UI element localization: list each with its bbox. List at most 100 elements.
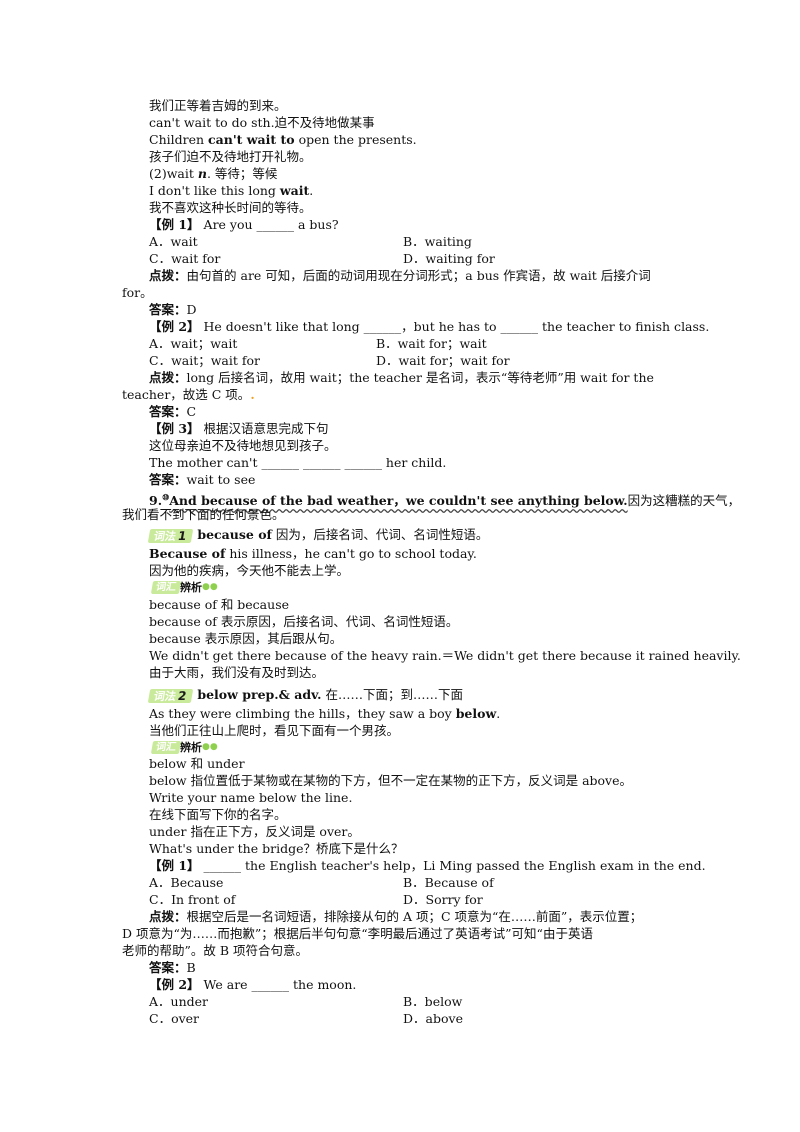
text-line: Children can't wait to open the presents… xyxy=(149,131,417,148)
text-line: 我们正等着吉姆的到来。 xyxy=(149,98,287,113)
option-c: C．wait；wait for xyxy=(149,353,261,368)
text: As they were climbing the hills，they saw… xyxy=(149,706,456,721)
option-a: A．under xyxy=(149,994,209,1009)
text-line: below 和 under xyxy=(149,756,245,771)
hint-label: 点拨： xyxy=(149,909,187,924)
answer-text: D xyxy=(186,302,197,317)
text: his illness，he can't go to school today. xyxy=(225,546,477,561)
option-b: B．wait for；wait xyxy=(376,336,487,351)
hint-line: 老师的帮助”。故 B 项符合句意。 xyxy=(122,943,309,958)
example-label: 【例 2】 xyxy=(149,977,200,992)
example-question: 【例 2】 He doesn't like that long ______，b… xyxy=(149,318,709,335)
hint-line: 点拨：由句首的 are 可知，后面的动词用现在分词形式；a bus 作宾语，故 … xyxy=(149,267,651,284)
question-text: We are ______ the moon. xyxy=(199,977,357,992)
question-text: Are you ______ a bus? xyxy=(199,217,339,232)
example-question: 【例 2】 We are ______ the moon. xyxy=(149,976,356,993)
hint-text: 由句首的 are 可知，后面的动词用现在分词形式；a bus 作宾语，故 wai… xyxy=(186,268,651,283)
cifa-badge: 词法2 xyxy=(147,688,194,703)
hint-line: 点拨：根据空后是一名词短语，排除接从句的 A 项；C 项意为“在……前面”，表示… xyxy=(149,908,642,925)
text-line: As they were climbing the hills，they saw… xyxy=(149,705,500,722)
headword: below prep.& adv. xyxy=(197,687,322,702)
text-line: 当他们正往山上爬时，看见下面有一个男孩。 xyxy=(149,723,400,738)
answer-line: 答案：C xyxy=(149,403,196,420)
question-text: 根据汉语意思完成下句 xyxy=(199,421,329,436)
text: . xyxy=(309,183,314,198)
text-line: 我不喜欢这种长时间的等待。 xyxy=(149,200,312,215)
example-label: 【例 2】 xyxy=(149,319,200,334)
text-line: We didn't get there because of the heavy… xyxy=(149,648,741,663)
text: . xyxy=(496,706,501,721)
bold-text: below xyxy=(455,706,497,721)
hint-text: 根据空后是一名词短语，排除接从句的 A 项；C 项意为“在……前面”，表示位置； xyxy=(186,909,643,924)
answer-text: B xyxy=(186,960,196,975)
cihui-tag: 词汇 xyxy=(150,741,182,754)
option-d: D．above xyxy=(403,1011,463,1026)
bold-text: wait xyxy=(279,183,310,198)
text-line: 因为他的疾病，今天他不能去上学。 xyxy=(149,563,350,578)
text-line: Because of his illness，he can't go to sc… xyxy=(149,545,477,562)
option-d: D．Sorry for xyxy=(403,892,483,907)
tag-suffix: 辨析 xyxy=(180,581,202,594)
badge-number: 2 xyxy=(176,688,188,703)
key-sentence: 9.⑩And because of the bad weather，we cou… xyxy=(149,489,741,509)
option-b: B．Because of xyxy=(403,875,494,890)
option-a: A．wait xyxy=(149,234,198,249)
answer-line: 答案：wait to see xyxy=(149,471,255,488)
example-question: 【例 1】 Are you ______ a bus? xyxy=(149,216,339,233)
question-text: He doesn't like that long ______，but he … xyxy=(199,319,710,334)
hint-text: long 后接名词，故用 wait；the teacher 是名词，表示“等待老… xyxy=(186,370,654,385)
text: Children xyxy=(149,132,209,147)
text-line: (2)wait n. 等待；等候 xyxy=(149,165,277,182)
headword-desc: 因为，后接名词、代词、名词性短语。 xyxy=(271,527,489,542)
cifa-badge: 词法1 xyxy=(147,528,194,543)
italic-text: n xyxy=(197,166,207,181)
text-line: because 表示原因，其后跟从句。 xyxy=(149,631,343,646)
hint-line: D 项意为“为……而抱歉”；根据后半句句意“李明最后通过了英语考试”可知“由于英… xyxy=(122,926,593,941)
option-d: D．wait for；wait for xyxy=(376,353,510,368)
answer-text: C xyxy=(186,404,197,419)
option-d: D．waiting for xyxy=(403,251,495,266)
text-line: because of 表示原因，后接名词、代词、名词性短语。 xyxy=(149,614,459,629)
compare-tag: 词汇辨析●● xyxy=(150,738,218,755)
text-line: because of 和 because xyxy=(149,597,290,612)
option-b: B．waiting xyxy=(403,234,472,249)
option-b: B．below xyxy=(403,994,463,1009)
example-question: 【例 3】 根据汉语意思完成下句 xyxy=(149,420,329,437)
text-line: 孩子们迫不及待地打开礼物。 xyxy=(149,149,312,164)
text-line: What's under the bridge？桥底下是什么？ xyxy=(149,841,404,856)
hint-text: teacher，故选 C 项。 xyxy=(122,387,251,402)
badge-text: 词法 xyxy=(152,689,178,703)
badge-text: 词法 xyxy=(152,529,178,543)
hint-label: 点拨： xyxy=(149,268,187,283)
circled-number: ⑩ xyxy=(162,492,170,502)
mark-dot: . xyxy=(250,387,255,402)
text: I don't like this long xyxy=(149,183,280,198)
text: (2)wait xyxy=(149,166,198,181)
text-line: 在线下面写下你的名字。 xyxy=(149,807,287,822)
answer-text: wait to see xyxy=(186,472,256,487)
headword-desc: 在……下面；到……下面 xyxy=(321,687,463,702)
text-line: I don't like this long wait. xyxy=(149,182,313,199)
text-line: The mother can't ______ ______ ______ he… xyxy=(149,455,447,470)
text-line: Write your name below the line. xyxy=(149,790,353,805)
answer-line: 答案：D xyxy=(149,301,197,318)
text-line: 由于大雨，我们没有及时到达。 xyxy=(149,665,325,680)
option-a: A．Because xyxy=(149,875,224,890)
answer-label: 答案： xyxy=(149,960,187,975)
example-label: 【例 1】 xyxy=(149,858,200,873)
option-c: C．wait for xyxy=(149,251,221,266)
headword: because of xyxy=(197,527,272,542)
sentence-number: 9. xyxy=(149,493,163,509)
question-text: ______ the English teacher's help，Li Min… xyxy=(199,858,706,873)
option-a: A．wait；wait xyxy=(149,336,238,351)
answer-label: 答案： xyxy=(149,302,187,317)
tag-dots: ●● xyxy=(202,582,218,592)
answer-label: 答案： xyxy=(149,404,187,419)
hint-line: 点拨：long 后接名词，故用 wait；the teacher 是名词，表示“… xyxy=(149,369,654,386)
text-line: 这位母亲迫不及待地想见到孩子。 xyxy=(149,438,337,453)
key-sentence-cn: 因为这糟糕的天气， xyxy=(627,493,741,509)
answer-label: 答案： xyxy=(149,472,187,487)
